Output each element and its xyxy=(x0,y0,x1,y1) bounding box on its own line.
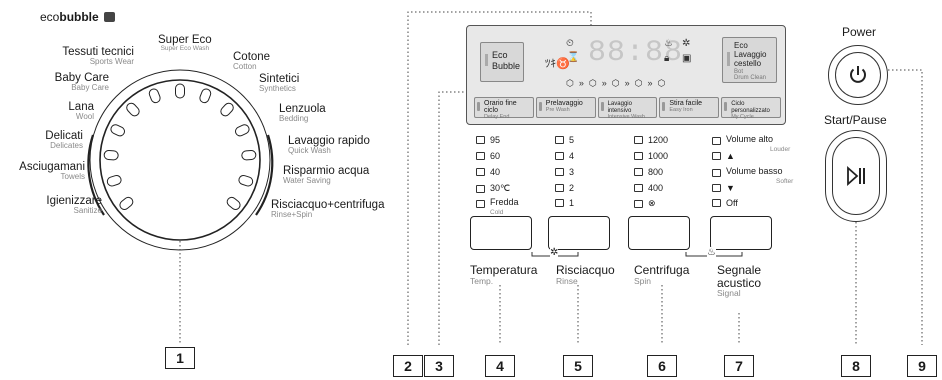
temp-option: 40 xyxy=(476,167,500,177)
callout-5: 5 xyxy=(563,355,593,377)
dial-slot xyxy=(103,150,119,161)
light-icon: ✲ xyxy=(550,247,559,258)
light-icon: ✲ xyxy=(682,38,691,49)
signal-button[interactable] xyxy=(710,216,772,250)
temperature-button[interactable] xyxy=(470,216,532,250)
lock-icon: 🔒︎ xyxy=(664,53,670,64)
callout-2: 2 xyxy=(393,355,423,377)
start-pause-label: Start/Pause xyxy=(824,113,887,127)
bubble-icon: ﾂｷ♉ xyxy=(545,58,570,70)
rinse-option: 4 xyxy=(555,151,574,161)
ecobubble-icon xyxy=(104,12,116,22)
dial-slot xyxy=(119,196,134,210)
time-display: 88:88 xyxy=(588,36,684,70)
rinse-option: 5 xyxy=(555,135,574,145)
power-label: Power xyxy=(842,25,877,39)
temp-option: 95 xyxy=(476,135,500,145)
spin-option: 400 xyxy=(634,183,663,193)
rinse-option: 3 xyxy=(555,167,574,177)
rinse-option: 2 xyxy=(555,183,574,193)
callout-7: 7 xyxy=(724,355,754,377)
spin-option: 1000 xyxy=(634,151,668,161)
triangle-up-icon: ▲ xyxy=(726,151,735,161)
callout-6: 6 xyxy=(647,355,677,377)
clock-icon: ⏲ xyxy=(566,38,574,49)
triangle-down-icon: ▼ xyxy=(726,183,735,193)
dial-slot xyxy=(110,124,125,137)
callout-3: 3 xyxy=(424,355,454,377)
spin-option: 1200 xyxy=(634,135,668,145)
dial-slot xyxy=(226,196,241,210)
spin-button[interactable] xyxy=(628,216,690,250)
signal-off-option: Off xyxy=(712,198,738,208)
spin-option-no-spin: ⊗ xyxy=(634,198,656,209)
progress-icons: ⬡»⬡»⬡»⬡»⬡ xyxy=(566,78,671,88)
start-pause-button[interactable] xyxy=(825,130,887,222)
steam-icon: ♨ xyxy=(707,247,716,258)
dial-slot xyxy=(241,150,257,161)
callout-1: 1 xyxy=(165,347,195,369)
dial-slot xyxy=(175,83,185,99)
volume-down-arrow: ▼ xyxy=(712,183,735,193)
temp-option: 60 xyxy=(476,151,500,161)
eco-bubble-key[interactable]: Eco Bubble xyxy=(480,42,524,82)
power-button[interactable] xyxy=(828,45,888,105)
dial-slot xyxy=(126,102,140,117)
dial-slot xyxy=(148,88,161,104)
dial-slot xyxy=(106,174,122,187)
dial-slot xyxy=(199,88,212,104)
rinse-option: 1 xyxy=(555,198,574,208)
rinse-button[interactable] xyxy=(548,216,610,250)
callout-9: 9 xyxy=(907,355,937,377)
no-spin-icon: ⊗ xyxy=(648,198,656,208)
power-icon xyxy=(835,52,881,98)
spin-option: 800 xyxy=(634,167,663,177)
steam-icon: ♨ xyxy=(664,38,673,49)
play-pause-icon xyxy=(832,137,880,215)
dial-slot xyxy=(235,124,250,137)
dial-slot xyxy=(238,174,254,187)
ecobubble-logo: ecobubble xyxy=(40,11,116,24)
callout-8: 8 xyxy=(841,355,871,377)
callout-4: 4 xyxy=(485,355,515,377)
drum-clean-key[interactable]: Eco Lavaggio cestello Bot Drum Clean xyxy=(722,37,777,83)
volume-up-arrow: ▲ xyxy=(712,151,735,161)
dial-slot xyxy=(220,102,234,117)
door-icon: ▣ xyxy=(682,53,692,64)
hourglass-icon: ⌛ xyxy=(567,52,580,63)
temp-option: 30℃ xyxy=(476,183,510,194)
